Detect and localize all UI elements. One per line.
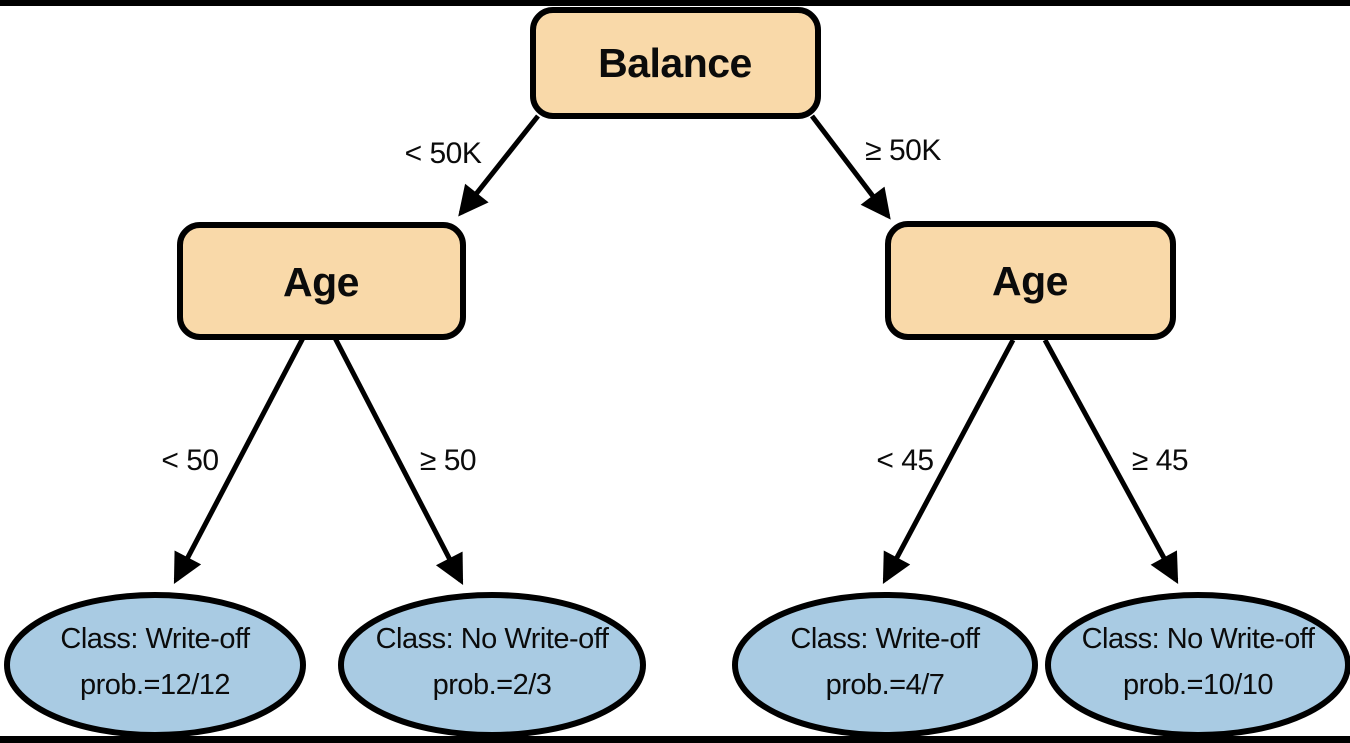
edge-label-root-right: ≥ 50K: [865, 134, 941, 167]
left-age-node-box: [177, 222, 466, 340]
top-frame-bar: [0, 0, 1350, 6]
right-age-node: Age: [885, 221, 1176, 340]
edge-label-left-age-ge: ≥ 50: [420, 444, 476, 477]
edge-right-age-to-leaf-3: [882, 338, 1016, 584]
leaf-node-2: Class: No Write-off prob.=2/3: [338, 592, 646, 738]
leaf-3-prob-label: prob.=4/7: [826, 669, 945, 701]
right-age-node-box: [885, 221, 1176, 340]
edge-left-age-to-leaf-2: [332, 336, 464, 585]
leaf-2-prob-label: prob.=2/3: [433, 669, 552, 701]
root-node: Balance: [530, 7, 821, 119]
root-node-box: [530, 7, 821, 119]
edge-label-right-age-ge: ≥ 45: [1132, 444, 1188, 477]
edge-root-to-right-age: [810, 114, 891, 220]
edge-label-right-age-lt: < 45: [876, 444, 933, 477]
root-node-label: Balance: [598, 40, 752, 86]
right-age-node-label: Age: [992, 258, 1068, 304]
leaf-3-ellipse: [732, 592, 1038, 738]
left-age-node: Age: [177, 222, 466, 340]
leaf-4-class-label: Class: No Write-off: [1082, 623, 1316, 655]
leaf-4-ellipse: [1045, 592, 1350, 738]
left-age-node-label: Age: [283, 259, 359, 305]
bottom-frame-bar: [0, 736, 1350, 743]
leaf-2-ellipse: [338, 592, 646, 738]
leaf-node-3: Class: Write-off prob.=4/7: [732, 592, 1038, 738]
edge-left-age-to-leaf-1: [173, 336, 306, 584]
edge-root-to-left-age: [458, 114, 540, 217]
leaf-4-prob-label: prob.=10/10: [1123, 669, 1273, 701]
edge-right-age-to-leaf-4: [1042, 338, 1179, 584]
edge-label-left-age-lt: < 50: [161, 444, 218, 477]
edge-label-root-left: < 50K: [405, 137, 482, 170]
leaf-node-1: Class: Write-off prob.=12/12: [4, 592, 306, 738]
leaf-1-class-label: Class: Write-off: [60, 623, 251, 655]
leaf-2-class-label: Class: No Write-off: [376, 623, 610, 655]
leaf-1-prob-label: prob.=12/12: [80, 669, 230, 701]
leaf-3-class-label: Class: Write-off: [790, 623, 981, 655]
leaf-1-ellipse: [4, 592, 306, 738]
leaf-node-4: Class: No Write-off prob.=10/10: [1045, 592, 1350, 738]
